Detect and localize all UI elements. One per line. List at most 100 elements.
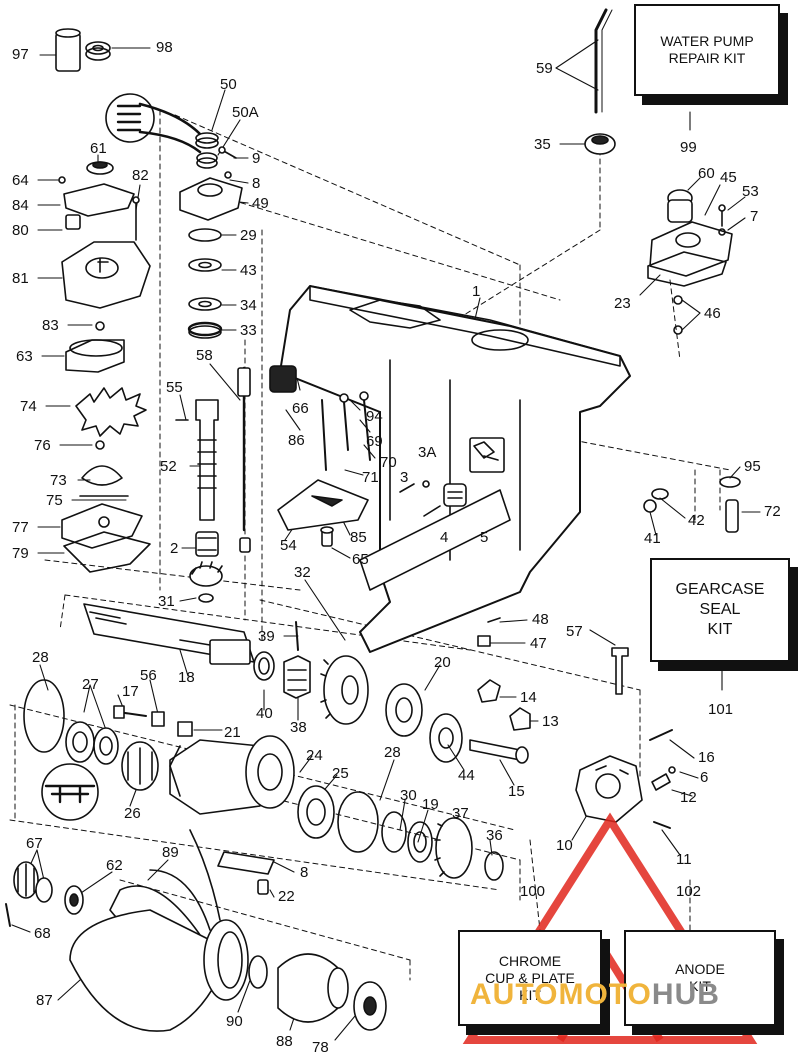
callout-label: 8: [300, 864, 309, 881]
callout-label: 88: [276, 1033, 293, 1050]
callout-label: 32: [294, 564, 311, 581]
callout-label: 58: [196, 347, 213, 364]
callout-label: 84: [12, 197, 29, 214]
callout-label: 77: [12, 519, 29, 536]
callout-label: 52: [160, 458, 177, 475]
callout-label: 6: [700, 769, 709, 786]
callout-label: 59: [536, 60, 553, 77]
kit-label: CHROME CUP & PLATE KIT: [485, 952, 575, 1003]
chrome-cup-and-plate-kit-box: CHROME CUP & PLATE KIT: [458, 930, 602, 1026]
callout-label: 95: [744, 458, 761, 475]
callout-label: 7: [750, 208, 759, 225]
callout-label: 33: [240, 322, 257, 339]
callout-label: 1: [472, 283, 481, 300]
callout-label: 90: [226, 1013, 243, 1030]
callout-label: 50: [220, 76, 237, 93]
callout-label: 89: [162, 844, 179, 861]
callout-label: 70: [380, 454, 397, 471]
callout-label: 86: [288, 432, 305, 449]
callout-label: 17: [122, 683, 139, 700]
kit-label: ANODE KIT: [675, 961, 725, 994]
callout-label: 43: [240, 262, 257, 279]
callout-label: 41: [644, 530, 661, 547]
gearcase-seal-kit-box: GEARCASE SEAL KIT: [650, 558, 790, 662]
callout-label: 18: [178, 669, 195, 686]
callout-label: 36: [486, 827, 503, 844]
callout-label: 45: [720, 169, 737, 186]
callout-label: 79: [12, 545, 29, 562]
callout-label: 47: [530, 635, 547, 652]
callout-label: 20: [434, 654, 451, 671]
callout-label: 60: [698, 165, 715, 182]
callout-label: 35: [534, 136, 551, 153]
callout-label: 69: [366, 433, 383, 450]
callout-label: 15: [508, 783, 525, 800]
callout-label: 64: [12, 172, 29, 189]
callout-label: 12: [680, 789, 697, 806]
water-pump-repair-kit-box: WATER PUMP REPAIR KIT: [634, 4, 780, 96]
kit-ref-100: 100: [520, 883, 546, 900]
callout-label: 98: [156, 39, 173, 56]
callout-label: 39: [258, 628, 275, 645]
callout-label: 16: [698, 749, 715, 766]
callout-label: 81: [12, 270, 29, 287]
callout-label: 49: [252, 195, 269, 212]
callout-label: 94: [366, 408, 383, 425]
callout-label: 21: [224, 724, 241, 741]
callout-label: 50A: [232, 104, 259, 121]
callout-label: 30: [400, 787, 417, 804]
callout-label: 97: [12, 46, 29, 63]
callout-label: 2: [170, 540, 179, 557]
kit-label: GEARCASE SEAL KIT: [675, 581, 765, 638]
callout-label: 28: [384, 744, 401, 761]
kit-ref-101: 101: [708, 701, 734, 718]
callout-label: 24: [306, 747, 323, 764]
callout-label: 66: [292, 400, 309, 417]
callout-label: 42: [688, 512, 705, 529]
kit-ref-99: 99: [680, 139, 697, 156]
callout-label: 19: [422, 796, 439, 813]
callout-label: 44: [458, 767, 475, 784]
callout-label: 68: [34, 925, 51, 942]
watermark-text: AUTOMOTOHUB: [470, 978, 720, 1012]
callout-label: 23: [614, 295, 631, 312]
callout-label: 14: [520, 689, 537, 706]
callout-label: 54: [280, 537, 297, 554]
callout-label: 8: [252, 175, 261, 192]
callout-label: 53: [742, 183, 759, 200]
callout-label: 73: [50, 472, 67, 489]
callout-label: 26: [124, 805, 141, 822]
callout-label: 31: [158, 593, 175, 610]
callout-label: 46: [704, 305, 721, 322]
callout-label: 29: [240, 227, 257, 244]
callout-label: 83: [42, 317, 59, 334]
callout-label: 4: [440, 529, 449, 546]
callout-label: 55: [166, 379, 183, 396]
callout-label: 72: [764, 503, 781, 520]
watermark-part-b: HUB: [651, 978, 720, 1011]
callout-label: 85: [350, 529, 367, 546]
callout-label: 22: [278, 888, 295, 905]
callout-label: 28: [32, 649, 49, 666]
callout-label: 57: [566, 623, 583, 640]
callout-label: 87: [36, 992, 53, 1009]
callout-label: 75: [46, 492, 63, 509]
callout-label: 63: [16, 348, 33, 365]
callout-label: 67: [26, 835, 43, 852]
callout-label: 62: [106, 857, 123, 874]
callout-label: 48: [532, 611, 549, 628]
callout-label: 40: [256, 705, 273, 722]
watermark-part-a: AUTOMOTO: [470, 978, 652, 1011]
callout-label: 3: [400, 469, 409, 486]
callout-label: 9: [252, 150, 261, 167]
callout-label: 78: [312, 1039, 329, 1056]
callout-label: 11: [676, 851, 692, 868]
callout-label: 74: [20, 398, 37, 415]
callout-label: 34: [240, 297, 257, 314]
callout-label: 10: [556, 837, 573, 854]
callout-label: 13: [542, 713, 559, 730]
callout-label: 5: [480, 529, 489, 546]
callout-label: 76: [34, 437, 51, 454]
anode-kit-box: ANODE KIT: [624, 930, 776, 1026]
callout-label: 71: [362, 469, 379, 486]
